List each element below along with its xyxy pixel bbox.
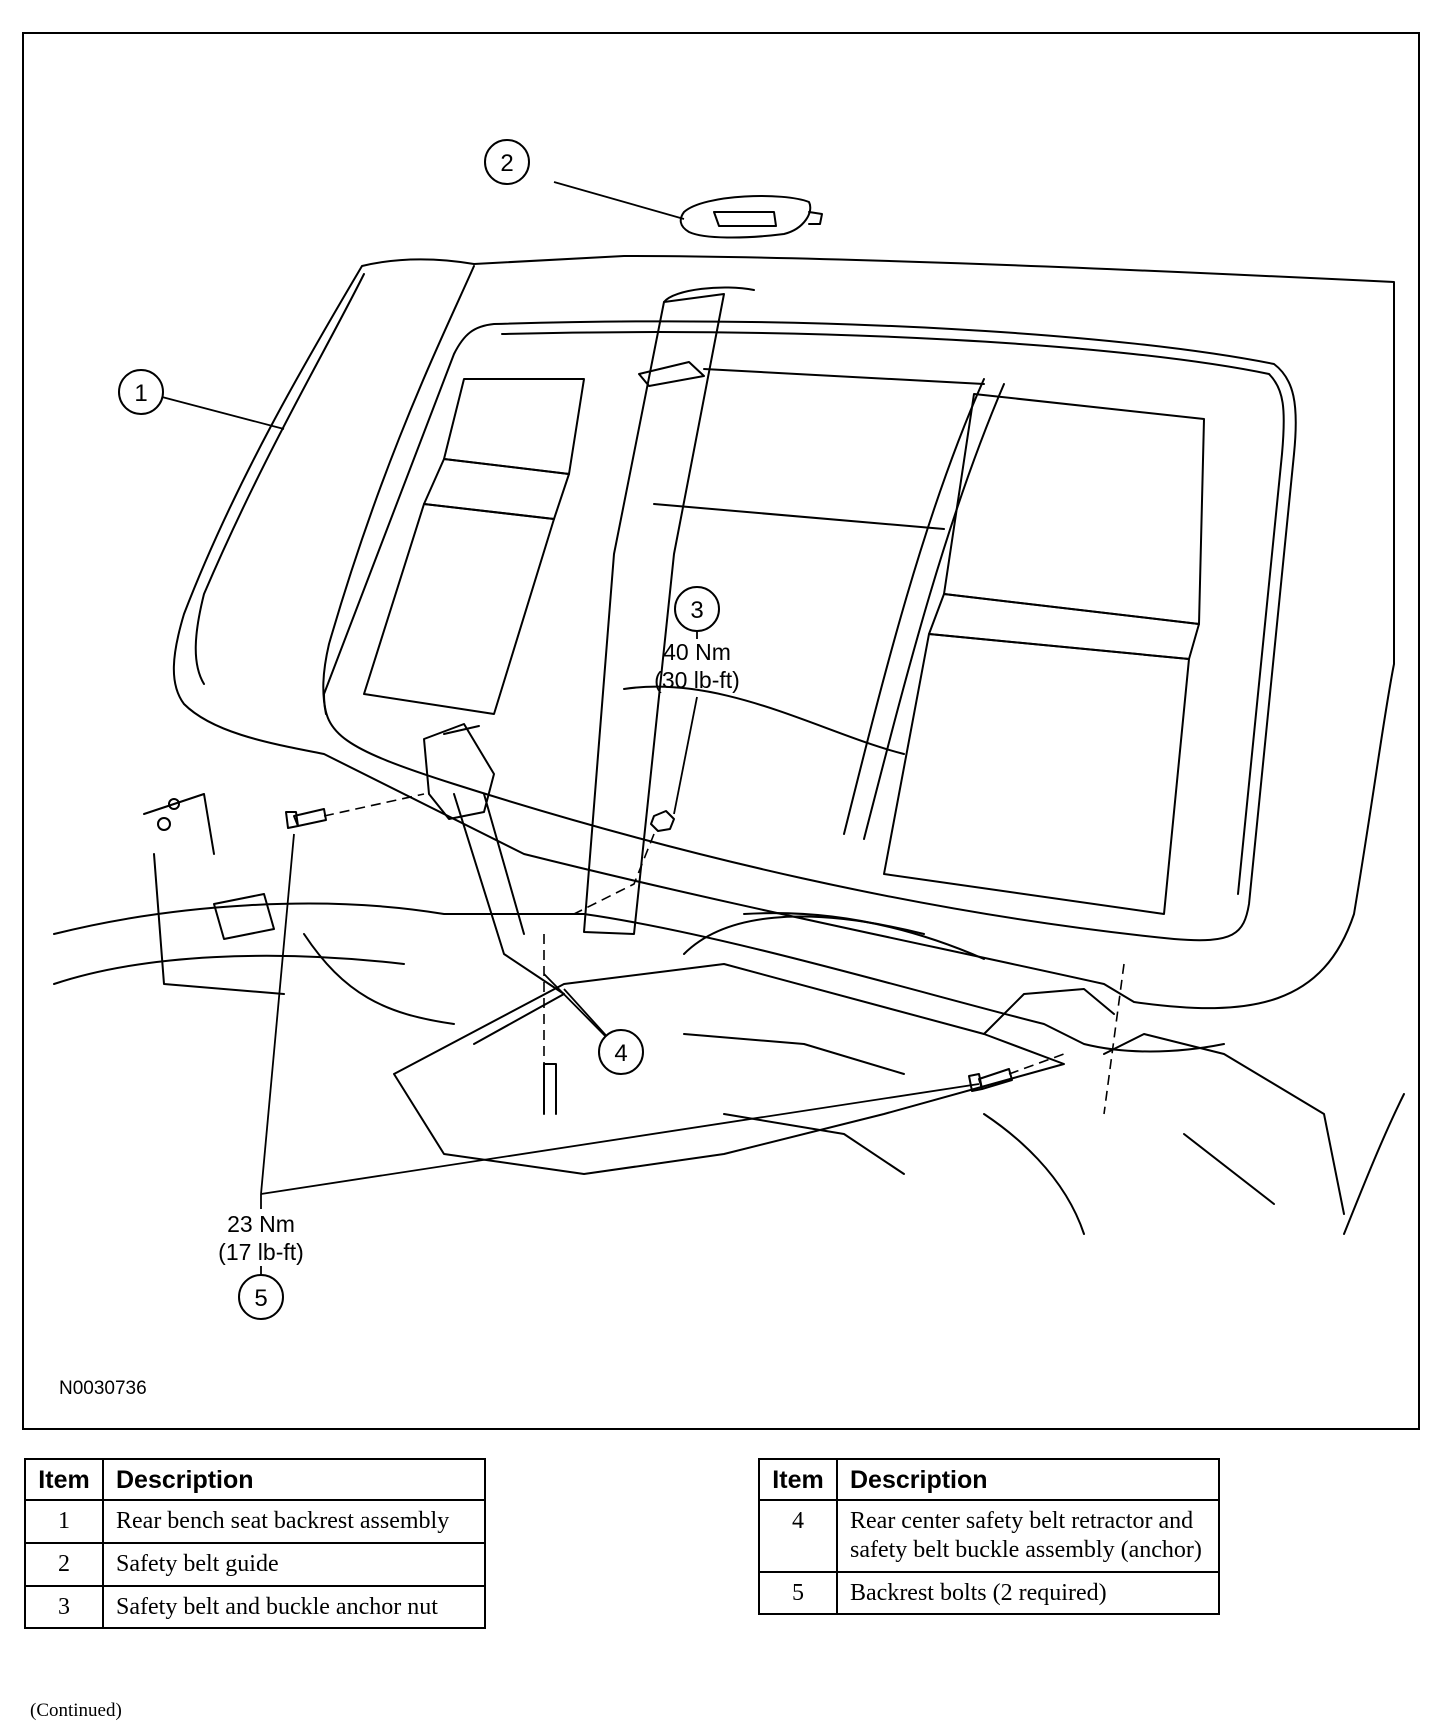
torque-3-nm: 40 Nm bbox=[663, 639, 731, 665]
table-row: 5 Backrest bolts (2 required) bbox=[758, 1570, 1220, 1616]
continued-note: (Continued) bbox=[30, 1700, 122, 1721]
figure-id: N0030736 bbox=[59, 1378, 147, 1399]
item-number: 3 bbox=[24, 1584, 104, 1630]
backrest-inner-frame bbox=[323, 320, 1297, 942]
buckle bbox=[423, 723, 495, 820]
torque-3-lbft: (30 lb-ft) bbox=[654, 667, 740, 693]
item-number: 1 bbox=[24, 1499, 104, 1544]
item-description: Rear center safety belt retractor and sa… bbox=[836, 1499, 1220, 1573]
item-description: Safety belt and buckle anchor nut bbox=[102, 1584, 486, 1630]
item-description: Rear bench seat backrest assembly bbox=[102, 1499, 486, 1544]
backrest-outline bbox=[172, 255, 1395, 1010]
diagram-illustration: 1 2 3 4 5 40 Nm (30 lb-ft) 23 Nm (17 lb-… bbox=[53, 139, 1405, 1399]
callout-2-label: 2 bbox=[500, 150, 513, 177]
belt-webbing bbox=[583, 293, 725, 935]
table-row: 4 Rear center safety belt retractor and … bbox=[758, 1499, 1220, 1573]
header-description: Description bbox=[102, 1458, 486, 1501]
callout-5-label: 5 bbox=[254, 1285, 267, 1312]
callout-1-label: 1 bbox=[134, 380, 147, 407]
right-panel bbox=[883, 633, 1190, 915]
callout-1-circle bbox=[118, 369, 164, 415]
callout-4-label: 4 bbox=[614, 1040, 627, 1067]
exploded-diagram: 1 2 3 4 5 40 Nm (30 lb-ft) 23 Nm (17 lb-… bbox=[22, 32, 1420, 1430]
bolt-left bbox=[293, 808, 327, 827]
header-item: Item bbox=[758, 1458, 838, 1501]
item-number: 5 bbox=[758, 1570, 838, 1616]
belt-guide-top bbox=[638, 361, 705, 387]
item-description: Safety belt guide bbox=[102, 1541, 486, 1587]
table-row: 2 Safety belt guide bbox=[24, 1541, 486, 1587]
torque-5-nm: 23 Nm bbox=[227, 1211, 295, 1237]
floor-pan bbox=[53, 902, 1225, 1053]
callout-3-label: 3 bbox=[690, 597, 703, 624]
torque-5-lbft: (17 lb-ft) bbox=[218, 1239, 304, 1265]
header-description: Description bbox=[836, 1458, 1220, 1501]
table-row: 1 Rear bench seat backrest assembly bbox=[24, 1499, 486, 1544]
header-item: Item bbox=[24, 1458, 104, 1501]
item-description: Backrest bolts (2 required) bbox=[836, 1570, 1220, 1616]
callout-2-circle bbox=[484, 139, 530, 185]
table-row: 3 Safety belt and buckle anchor nut bbox=[24, 1584, 486, 1630]
callout-4-circle bbox=[598, 1029, 644, 1075]
safety-belt-guide-part bbox=[679, 195, 823, 239]
legend-table-right: Item Description 4 Rear center safety be… bbox=[758, 1458, 1220, 1616]
item-number: 2 bbox=[24, 1541, 104, 1587]
item-number: 4 bbox=[758, 1499, 838, 1573]
left-panel bbox=[363, 503, 555, 715]
callout-3-circle bbox=[674, 586, 720, 632]
anchor-nut bbox=[650, 810, 675, 832]
legend-table-left: Item Description 1 Rear bench seat backr… bbox=[24, 1458, 486, 1630]
